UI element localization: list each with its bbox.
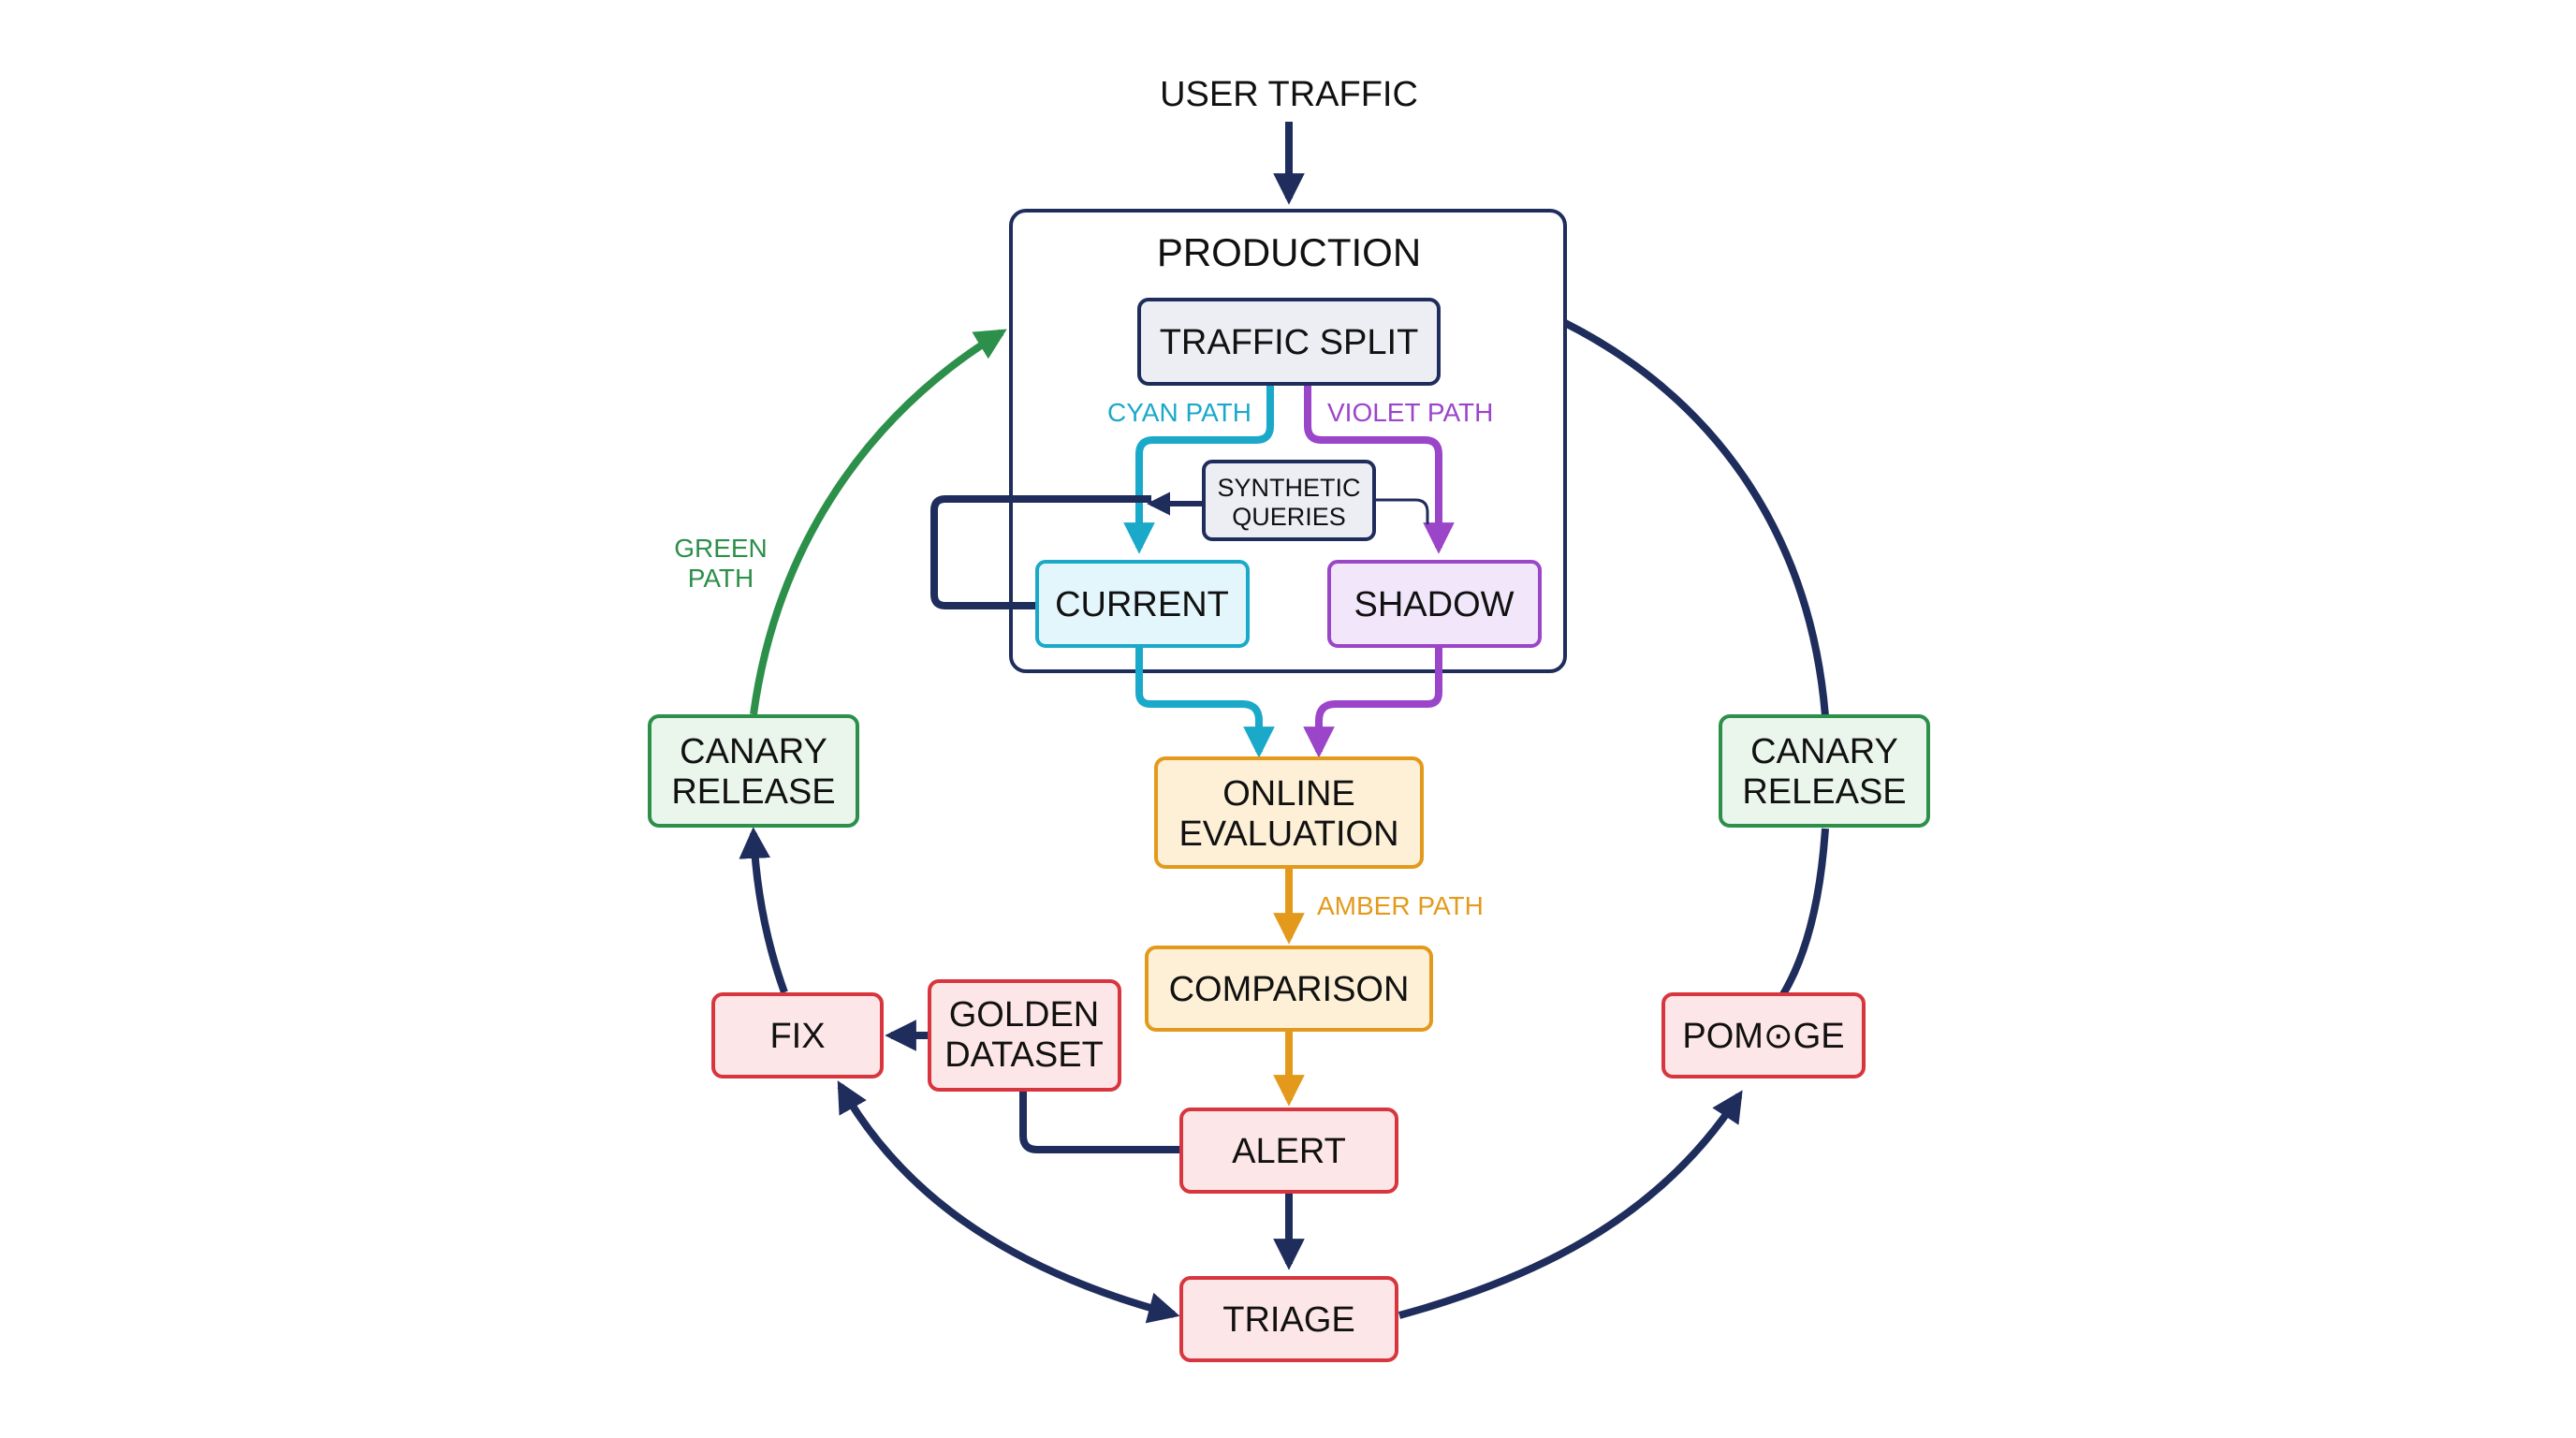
loop-arc-fix-to-left-canary: [739, 827, 788, 994]
synthetic-queries-label-line1: SYNTHETIC: [1217, 474, 1360, 502]
current-to-evaluation-arrow: [1135, 646, 1275, 758]
left-canary-label-line1: CANARY: [680, 732, 827, 771]
alert-label: ALERT: [1232, 1132, 1346, 1171]
shadow-box: SHADOW: [1327, 560, 1542, 648]
traffic-split-label: TRAFFIC SPLIT: [1160, 323, 1419, 362]
cyan-path-arrow: [1123, 386, 1274, 554]
loop-arc-production-to-right-canary: [1563, 319, 1829, 717]
loop-arc-triage-fix-bidirectional: [837, 1080, 1180, 1324]
synthetic-to-shadow-line: [1374, 498, 1429, 524]
violet-path-label: VIOLET PATH: [1327, 398, 1493, 427]
online-evaluation-label-line1: ONLINE: [1222, 774, 1354, 814]
shadow-to-evaluation-arrow: [1303, 646, 1442, 758]
right-lower-box-label: POM⊙GE: [1682, 1017, 1844, 1056]
left-canary-label-line2: RELEASE: [671, 772, 835, 812]
traffic-split-box: TRAFFIC SPLIT: [1137, 298, 1441, 386]
comparison-box: COMPARISON: [1145, 946, 1433, 1032]
alert-to-golden-dataset-line: [1019, 1091, 1181, 1153]
right-canary-release-box: CANARY RELEASE: [1719, 714, 1930, 828]
golden-dataset-box: GOLDEN DATASET: [928, 979, 1121, 1092]
shadow-label: SHADOW: [1354, 585, 1515, 624]
online-evaluation-label-line2: EVALUATION: [1178, 814, 1398, 854]
left-canary-release-box: CANARY RELEASE: [648, 714, 859, 828]
alert-box: ALERT: [1179, 1108, 1398, 1194]
golden-dataset-label-line2: DATASET: [944, 1035, 1104, 1075]
triage-label: TRIAGE: [1222, 1300, 1354, 1340]
current-feedback-loop: [930, 495, 1151, 609]
loop-arc-triage-to-right-lower-box: [1398, 1090, 1743, 1319]
comparison-label: COMPARISON: [1169, 970, 1410, 1009]
fix-label: FIX: [769, 1017, 825, 1056]
loop-arc-right-canary-to-right-lower-box: [1779, 828, 1829, 997]
synthetic-queries-box: SYNTHETIC QUERIES: [1202, 460, 1376, 541]
fix-box: FIX: [711, 992, 884, 1078]
right-canary-label-line2: RELEASE: [1742, 772, 1906, 812]
violet-path-arrow: [1304, 386, 1455, 554]
green-path-label-line1: GREEN: [674, 534, 768, 563]
right-lower-box: POM⊙GE: [1661, 992, 1866, 1078]
triage-box: TRIAGE: [1179, 1276, 1398, 1362]
green-path-arrow: [750, 329, 1007, 715]
online-evaluation-box: ONLINE EVALUATION: [1154, 756, 1424, 869]
golden-dataset-label-line1: GOLDEN: [949, 995, 1099, 1034]
user-traffic-label: USER TRAFFIC: [1160, 75, 1418, 114]
green-path-label-line2: PATH: [688, 564, 754, 593]
synthetic-queries-label-line2: QUERIES: [1232, 503, 1346, 531]
right-canary-label-line1: CANARY: [1750, 732, 1898, 771]
current-box: CURRENT: [1035, 560, 1250, 648]
current-label: CURRENT: [1055, 585, 1229, 624]
production-label: PRODUCTION: [1157, 230, 1421, 274]
amber-path-label: AMBER PATH: [1317, 891, 1484, 920]
cyan-path-label: CYAN PATH: [1107, 398, 1251, 427]
